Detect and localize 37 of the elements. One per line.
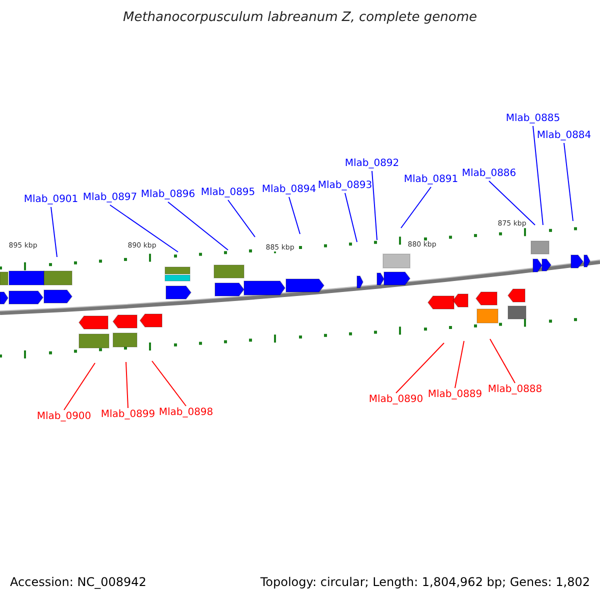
gene-label: Mlab_0884 bbox=[536, 131, 592, 141]
gene-label: Mlab_0891 bbox=[404, 175, 458, 185]
leader-line bbox=[50, 206, 58, 258]
leader-line bbox=[564, 142, 574, 222]
gene-label: Mlab_0892 bbox=[344, 159, 400, 169]
gene-label: Mlab_0898 bbox=[158, 408, 214, 418]
leader-line bbox=[126, 362, 128, 408]
gene-label: Mlab_0893 bbox=[318, 181, 372, 191]
leader-line bbox=[168, 202, 228, 250]
leader-line bbox=[396, 342, 444, 394]
leader-line bbox=[488, 180, 536, 226]
leader-line bbox=[532, 126, 544, 226]
gene-label: Mlab_0895 bbox=[200, 188, 256, 198]
leader-line bbox=[400, 186, 432, 228]
leader-line bbox=[110, 204, 178, 252]
gene-label: Mlab_0890 bbox=[368, 395, 424, 405]
gene-label: Mlab_0886 bbox=[462, 169, 516, 179]
gene-label: Mlab_0901 bbox=[24, 195, 78, 205]
leader-line bbox=[490, 338, 516, 384]
gene-label: Mlab_0896 bbox=[140, 190, 196, 200]
leader-line bbox=[228, 200, 256, 238]
leader-line bbox=[454, 340, 464, 388]
leader-line bbox=[64, 362, 96, 410]
footer-text: Accession: NC_008942 bbox=[10, 576, 146, 588]
title: Methanocorpusculum labreanum Z, complete genome bbox=[123, 11, 477, 24]
leader-line bbox=[288, 196, 300, 234]
gene-label: Mlab_0899 bbox=[100, 410, 156, 420]
gene-label: Mlab_0894 bbox=[262, 185, 316, 195]
gene-label: Mlab_0889 bbox=[428, 390, 482, 400]
gene-label: Mlab_0888 bbox=[488, 385, 542, 395]
gene-label: Mlab_0897 bbox=[82, 193, 138, 203]
leader-line bbox=[372, 170, 378, 240]
gene-label: Mlab_0885 bbox=[506, 114, 560, 124]
leader-line bbox=[152, 360, 186, 406]
gene-label: Mlab_0900 bbox=[36, 412, 92, 422]
leader-line bbox=[344, 192, 358, 242]
footer-text: Topology: circular; Length: 1,804,962 bp; Genes: 1,802 bbox=[260, 576, 590, 588]
